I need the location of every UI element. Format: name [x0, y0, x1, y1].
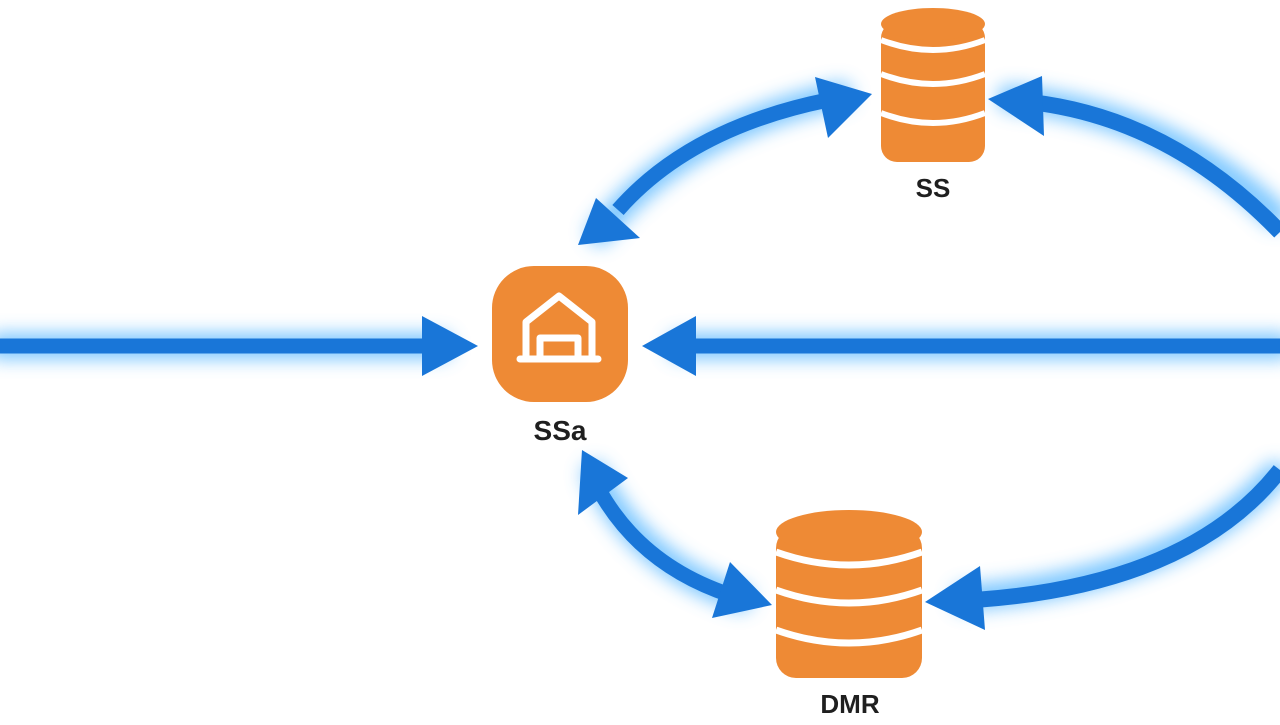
database-icon — [774, 510, 924, 678]
top-db-label: SS — [916, 173, 951, 203]
top-db-node[interactable]: SS — [879, 8, 987, 203]
arrow-service-bottom-db — [578, 450, 772, 618]
arrow-right-to-service — [642, 316, 1280, 376]
service-label: SSa — [534, 415, 587, 446]
bottom-db-label: DMR — [820, 689, 879, 719]
arrow-service-top-db — [578, 77, 872, 245]
arrow-left-to-service — [0, 316, 478, 376]
database-icon — [879, 8, 987, 162]
service-node[interactable]: SSa — [492, 266, 628, 446]
house-icon — [516, 292, 602, 363]
bottom-db-node[interactable]: DMR — [774, 510, 924, 719]
arrow-right-to-top-db — [988, 76, 1280, 238]
arrow-right-to-bottom-db — [925, 465, 1280, 630]
